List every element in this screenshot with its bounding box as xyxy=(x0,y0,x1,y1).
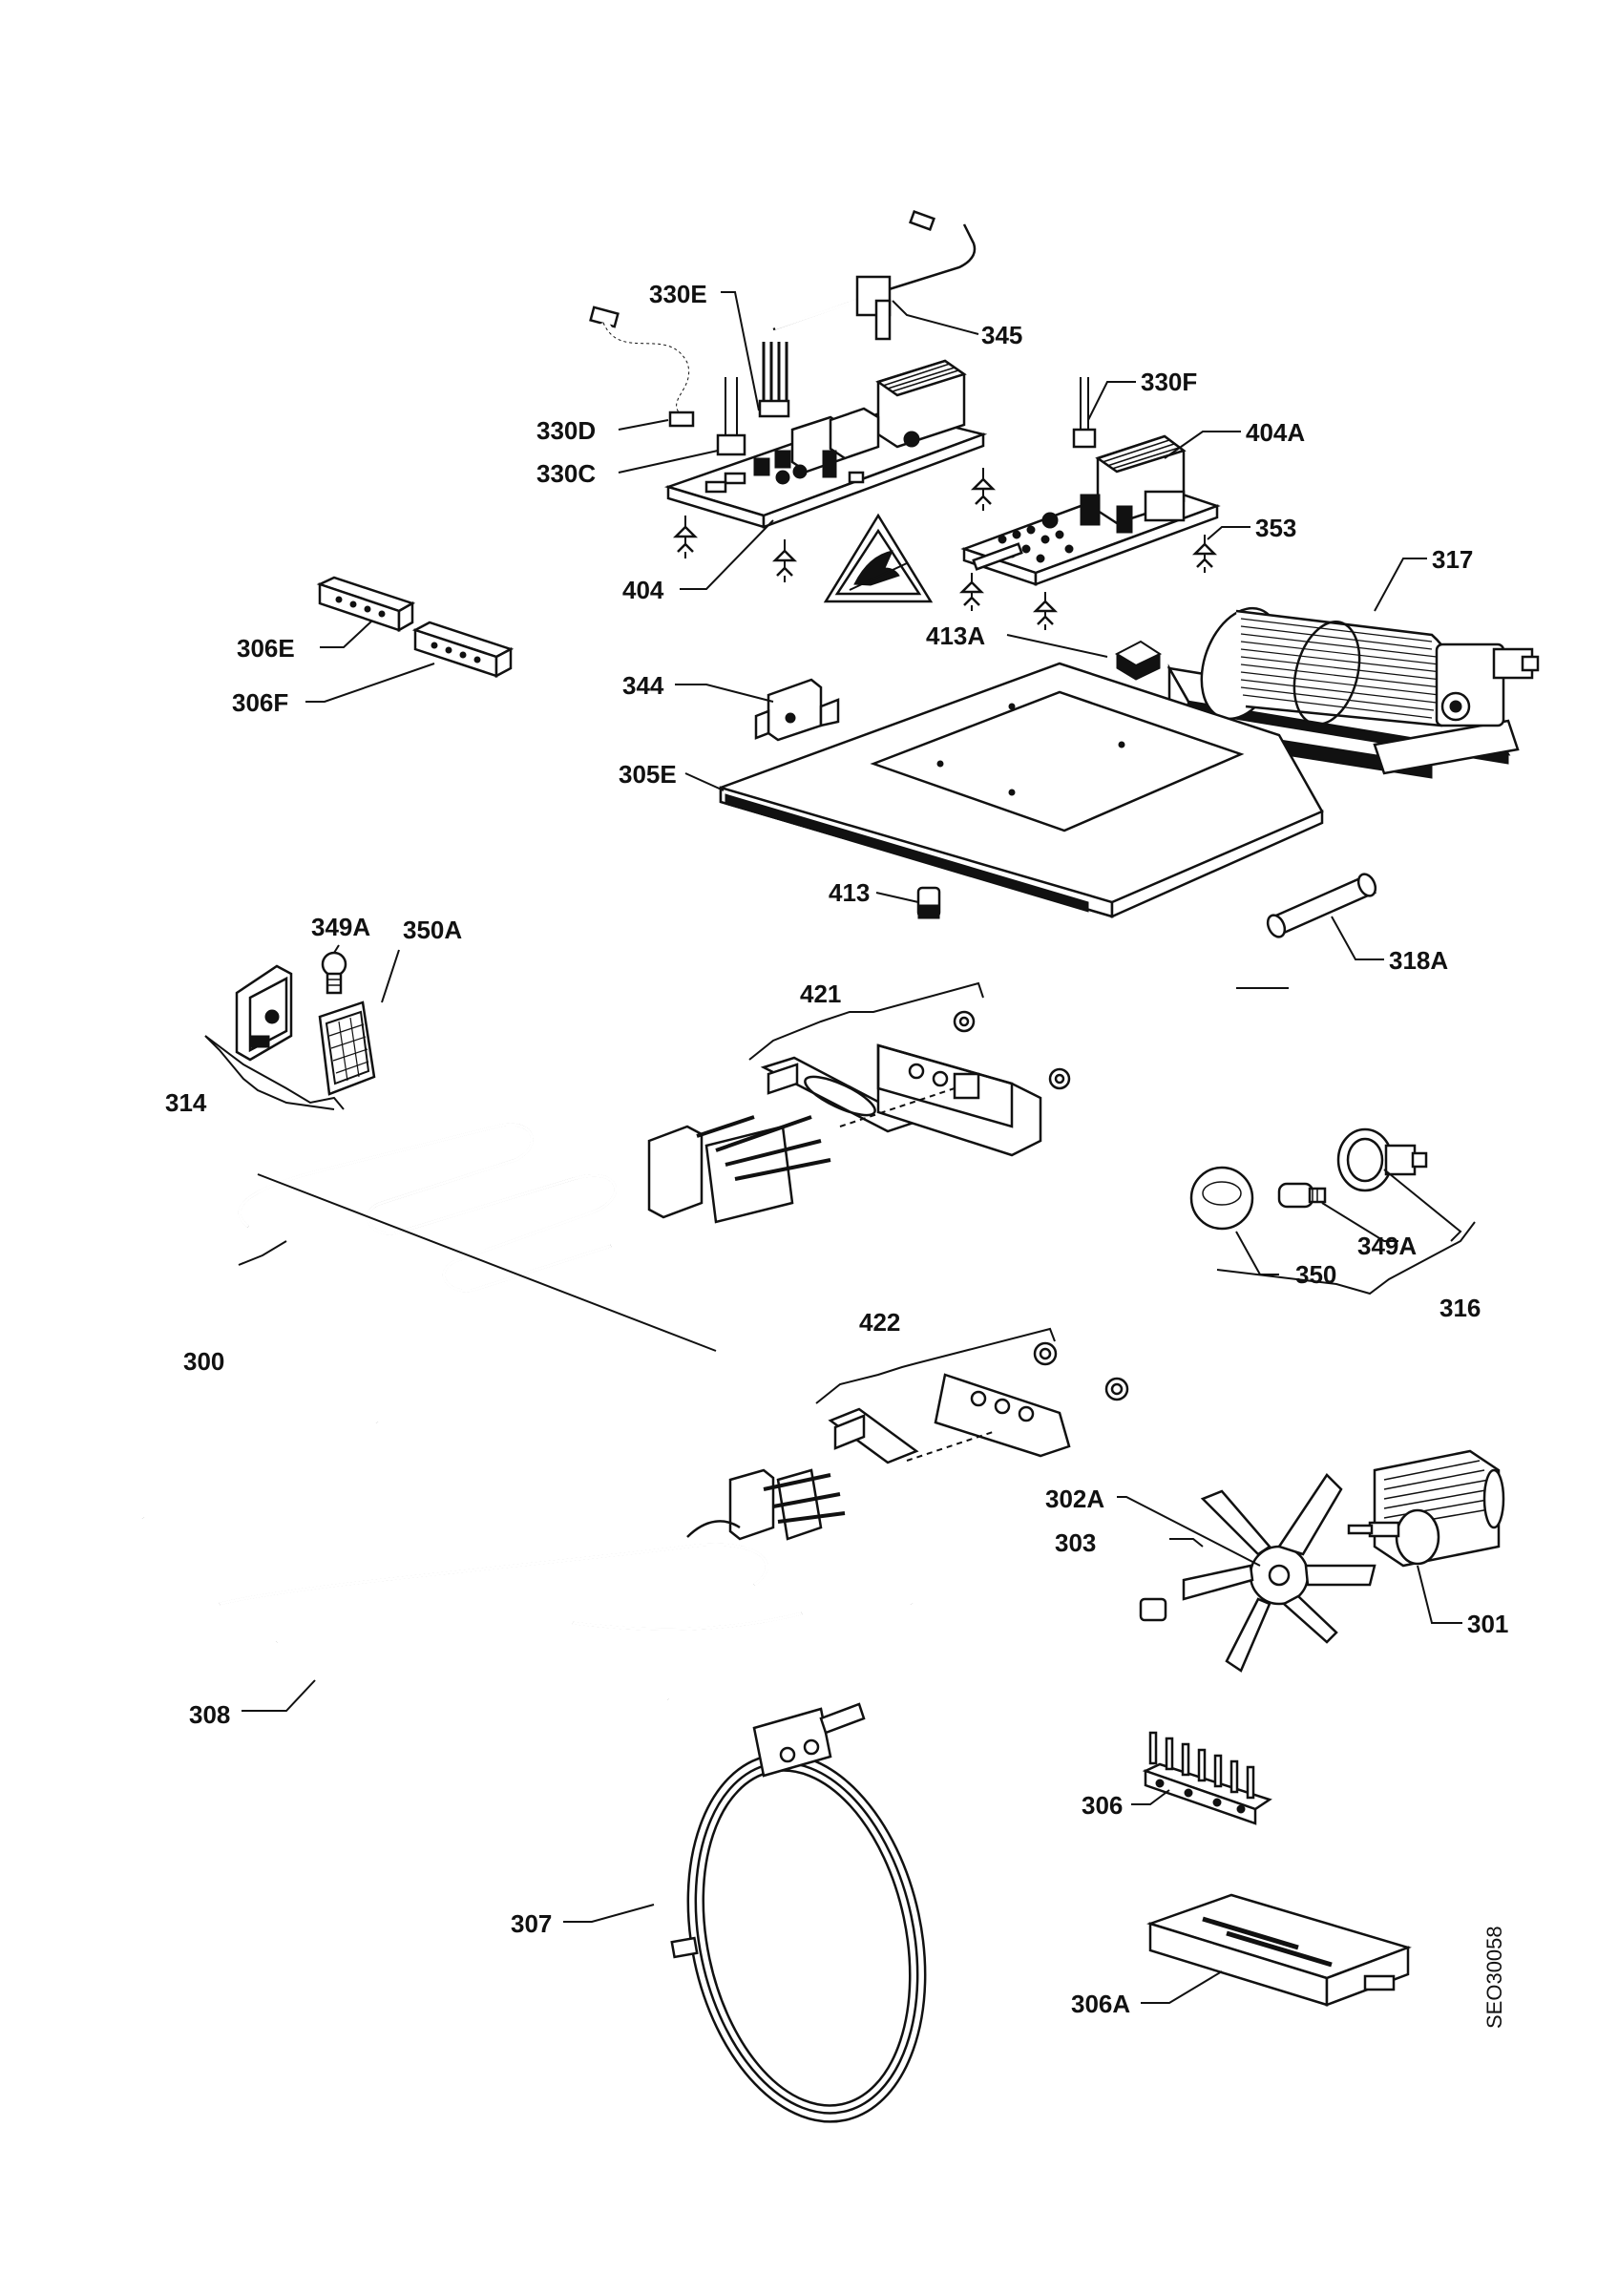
label-349A-mid: 349A xyxy=(1357,1232,1418,1260)
label-330C: 330C xyxy=(536,459,597,488)
label-330E: 330E xyxy=(649,280,707,308)
esd-warning-icon xyxy=(823,513,934,603)
main-circuit-board-part xyxy=(663,342,988,529)
label-404: 404 xyxy=(622,576,664,604)
tangential-fan-part xyxy=(1166,606,1540,779)
terminal-plate-421-part xyxy=(760,1010,1071,1157)
terminal-block-306E-part xyxy=(316,576,416,633)
label-305E: 305E xyxy=(619,760,677,789)
label-314: 314 xyxy=(165,1088,207,1117)
label-345: 345 xyxy=(981,321,1023,349)
label-302A: 302A xyxy=(1045,1485,1105,1513)
knob-part xyxy=(1114,640,1163,681)
label-350A: 350A xyxy=(403,916,463,944)
label-404A: 404A xyxy=(1246,418,1306,447)
leader-lines xyxy=(238,291,1462,2004)
label-422: 422 xyxy=(859,1308,901,1337)
label-330F: 330F xyxy=(1141,368,1198,396)
lamp-holder-part xyxy=(1189,1127,1428,1231)
foot-part xyxy=(916,886,941,919)
label-349A-top: 349A xyxy=(311,913,371,941)
group-braces xyxy=(204,981,1476,1404)
label-353: 353 xyxy=(1255,514,1297,542)
label-301: 301 xyxy=(1467,1610,1509,1638)
cover-plate-part xyxy=(719,662,1324,918)
sensor-probe-part xyxy=(772,209,977,341)
terminal-strip-part xyxy=(1142,1731,1272,1825)
terminal-plate-422-part xyxy=(828,1341,1129,1464)
label-421: 421 xyxy=(800,979,842,1008)
bracket-part xyxy=(754,678,840,742)
label-306A: 306A xyxy=(1071,1990,1131,2018)
label-306E: 306E xyxy=(237,634,295,663)
document-id: SEO30058 xyxy=(1482,1926,1506,2029)
label-413: 413 xyxy=(829,878,871,907)
tube-part xyxy=(1266,873,1377,938)
secondary-circuit-board-part xyxy=(960,377,1221,586)
terminal-block-306F-part xyxy=(411,621,515,679)
bottom-heating-element-part xyxy=(141,1422,919,1728)
label-413A: 413A xyxy=(926,621,986,650)
terminal-cover-part xyxy=(1146,1893,1412,2007)
nut-part xyxy=(1139,1597,1167,1622)
label-307: 307 xyxy=(511,1909,553,1938)
label-316: 316 xyxy=(1439,1294,1481,1322)
label-300: 300 xyxy=(183,1347,225,1376)
ribbon-cable-part xyxy=(589,305,695,428)
label-306F: 306F xyxy=(232,688,289,717)
label-303: 303 xyxy=(1055,1528,1097,1557)
label-350: 350 xyxy=(1295,1260,1337,1289)
label-330D: 330D xyxy=(536,416,597,445)
ring-element-part xyxy=(670,1702,927,2123)
top-heating-element-part xyxy=(155,1115,831,1365)
lamp-assembly-part xyxy=(235,951,376,1096)
label-308: 308 xyxy=(189,1700,231,1729)
fan-motor-part xyxy=(1347,1449,1505,1568)
board-standoffs-right xyxy=(958,535,1218,630)
board-standoffs-left xyxy=(672,468,997,582)
fan-blade-part xyxy=(1182,1473,1376,1673)
label-344: 344 xyxy=(622,671,664,700)
label-317: 317 xyxy=(1432,545,1474,574)
label-306: 306 xyxy=(1082,1791,1124,1820)
label-318A: 318A xyxy=(1389,946,1449,975)
